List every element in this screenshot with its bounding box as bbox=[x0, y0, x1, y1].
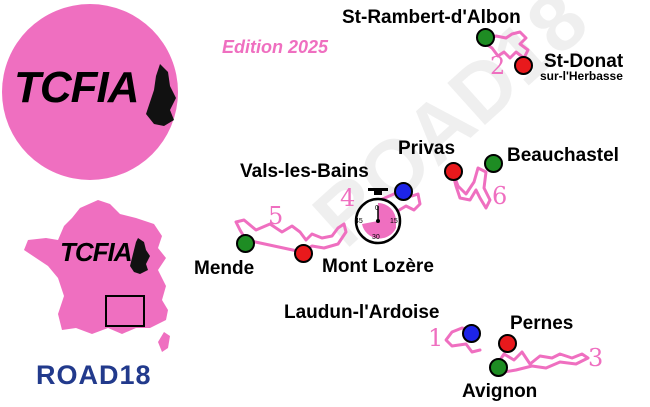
stage-marker-vals bbox=[394, 182, 413, 201]
map-logo-text: TCFIA bbox=[60, 237, 133, 267]
label-pernes: Pernes bbox=[510, 313, 574, 334]
edition-label: Edition 2025 bbox=[222, 37, 329, 57]
label-mende: Mende bbox=[194, 258, 255, 279]
label-st-rambert: St-Rambert-d'Albon bbox=[342, 7, 521, 28]
finish-marker-st-donat bbox=[514, 56, 533, 75]
label-mont-lozere: Mont Lozère bbox=[322, 256, 434, 277]
road18-text: ROAD18 bbox=[36, 360, 152, 390]
stage-5-track bbox=[234, 218, 348, 254]
stage-2-track bbox=[484, 30, 530, 60]
stage-number-4: 4 bbox=[340, 184, 356, 212]
label-privas: Privas bbox=[398, 138, 456, 159]
label-laudun: Laudun-l'Ardoise bbox=[284, 302, 440, 323]
france-map bbox=[24, 200, 170, 352]
label-vals: Vals-les-Bains bbox=[240, 161, 369, 182]
label-st-donat-sub: sur-l'Herbasse bbox=[540, 69, 623, 83]
stopwatch-label-0: 0 bbox=[375, 205, 379, 212]
stopwatch-label-30: 30 bbox=[372, 234, 380, 241]
stage-3-track bbox=[494, 350, 590, 374]
stage-marker-laudun bbox=[462, 324, 481, 343]
stopwatch-label-45: 45 bbox=[355, 218, 363, 225]
start-marker-st-rambert bbox=[476, 28, 495, 47]
stage-number-6: 6 bbox=[492, 182, 508, 210]
finish-marker-pernes bbox=[498, 334, 517, 353]
start-marker-mende bbox=[236, 234, 255, 253]
label-st-donat: St-Donat bbox=[544, 51, 624, 72]
stage-6-track bbox=[450, 166, 492, 210]
label-avignon: Avignon bbox=[462, 381, 538, 402]
start-marker-beauchastel bbox=[484, 154, 503, 173]
logo-disc bbox=[2, 4, 178, 180]
finish-marker-mont-lozere bbox=[294, 244, 313, 263]
start-marker-avignon bbox=[489, 358, 508, 377]
stopwatch-icon bbox=[354, 188, 402, 245]
stage-1-track bbox=[444, 326, 482, 354]
logo-text: TCFIA bbox=[14, 63, 140, 112]
label-beauchastel: Beauchastel bbox=[507, 145, 619, 166]
stage-number-2: 2 bbox=[490, 52, 506, 80]
stage-number-1: 1 bbox=[428, 324, 444, 352]
stage-number-5: 5 bbox=[268, 202, 284, 230]
finish-marker-privas bbox=[444, 162, 463, 181]
road18-brand: ROAD18 bbox=[36, 360, 176, 392]
stage-number-3: 3 bbox=[588, 344, 604, 372]
stopwatch-label-15: 15 bbox=[390, 218, 398, 225]
